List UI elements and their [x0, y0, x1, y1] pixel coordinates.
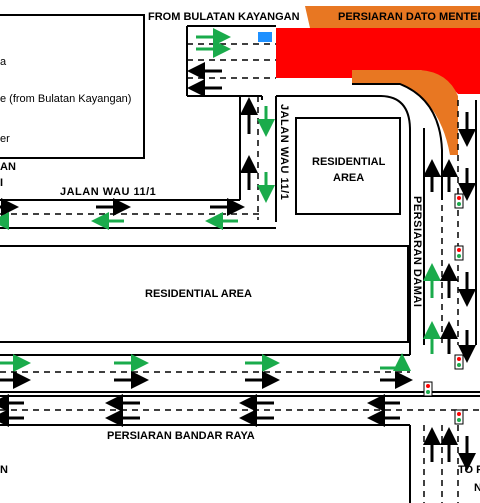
- orange-zone-curve: [352, 70, 458, 155]
- persiaran-damai-label: PERSIARAN DAMAI: [411, 196, 423, 308]
- legend-box: [0, 14, 145, 159]
- traffic-light-icon: [454, 354, 464, 370]
- blue-marker-icon: [258, 32, 272, 42]
- residential-area-large-label: RESIDENTIAL AREA: [145, 288, 252, 300]
- residential-area-small-line2: AREA: [333, 172, 365, 184]
- legend-item-2: e (from Bulatan Kayangan): [0, 93, 132, 105]
- legend-item-1: a: [0, 56, 7, 68]
- residential-block-small: [295, 117, 401, 215]
- corner-n-bottom-right: N: [474, 482, 480, 494]
- traffic-light-icon: [454, 409, 464, 425]
- green-arrows: [0, 28, 441, 372]
- residential-block-large: [0, 245, 409, 343]
- orange-zone-top: [305, 6, 480, 28]
- persiaran-bandar-raya-road: [0, 345, 480, 503]
- to-p-label: TO P: [458, 464, 480, 476]
- jalan-wau-label: JALAN WAU 11/1: [60, 186, 157, 198]
- jalan-wau-vertical-label: JALAN WAU 11/1: [278, 104, 290, 201]
- traffic-light-icon: [423, 381, 433, 397]
- traffic-light-icon: [454, 193, 464, 209]
- residential-area-small-line1: RESIDENTIAL: [312, 156, 386, 168]
- corner-n-bottom-left: N: [0, 464, 8, 476]
- legend-item-5: I: [0, 177, 4, 189]
- black-arrows: [0, 62, 476, 471]
- persiaran-bandar-raya-label: PERSIARAN BANDAR RAYA: [107, 430, 255, 442]
- legend-item-4: AN: [0, 161, 16, 173]
- persiaran-damai-dashes: [441, 100, 459, 345]
- legend-item-3: er: [0, 133, 10, 145]
- green-arrow-icon: [380, 353, 411, 372]
- persiaran-dato-label: PERSIARAN DATO MENTER: [338, 11, 480, 23]
- red-zone: [276, 28, 480, 94]
- traffic-lights: [423, 193, 464, 425]
- from-bulatan-label: FROM BULATAN KAYANGAN: [148, 11, 300, 23]
- traffic-light-icon: [454, 245, 464, 261]
- jalan-wau-vertical-road: [239, 96, 277, 222]
